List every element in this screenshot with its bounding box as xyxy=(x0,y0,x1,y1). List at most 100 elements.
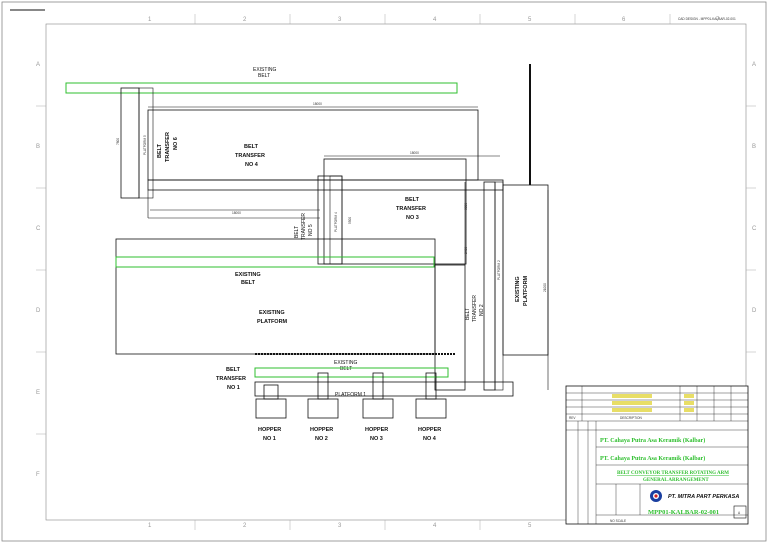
svg-text:5: 5 xyxy=(528,17,532,23)
existing-platform-label-2: PLATFORM xyxy=(257,319,288,325)
existing-belt-low xyxy=(254,367,449,378)
grid-reference-rows: A B C D E F A B C D xyxy=(36,62,757,478)
hopper-1 xyxy=(255,384,287,419)
client-line-2: PT. Cahaya Putra Asa Keramik (Kalbar) xyxy=(600,455,705,462)
drawing-title-line-2: GENERAL ARRANGEMENT xyxy=(643,478,709,483)
platform-2-label: PLATFORM 2 xyxy=(497,260,501,280)
dim-far-right: 21000 xyxy=(543,283,547,292)
platform-1 xyxy=(254,381,514,397)
walkway-upper xyxy=(147,179,504,191)
existing-platform-label: EXISTING xyxy=(259,310,285,316)
dim-right1: 3000 xyxy=(464,203,468,210)
sheet-box xyxy=(733,505,747,519)
sheet-label: A xyxy=(738,511,741,515)
existing-belt-mid-label-2: BELT xyxy=(241,280,256,286)
drawing-title-line-1: BELT CONVEYOR TRANSFER ROTATING ARM xyxy=(617,471,729,476)
scale-label: NO SCALE xyxy=(610,519,626,523)
existing-platform-right xyxy=(502,184,549,356)
inner-border xyxy=(45,23,747,521)
svg-text:C: C xyxy=(36,226,41,232)
svg-text:2: 2 xyxy=(243,523,247,529)
corner-note: CAD DESIGN - MPP01-KALBAR-02-001 xyxy=(678,17,736,21)
platform-1-label: PLATFORM 1 xyxy=(335,392,366,398)
belt-transfer-no4 xyxy=(147,109,479,181)
hopper-2 xyxy=(307,372,339,419)
belt-transfer-no2 xyxy=(434,264,466,391)
dim-mid-long: 18000 xyxy=(410,151,419,155)
svg-text:6: 6 xyxy=(622,17,626,23)
svg-text:4: 4 xyxy=(433,523,437,529)
hopper-3-no: NO 3 xyxy=(370,436,383,442)
svg-text:5: 5 xyxy=(528,523,532,529)
hopper-2-label: HOPPER xyxy=(310,427,333,433)
belt-no6-label: BELT xyxy=(157,143,163,158)
svg-text:C: C xyxy=(752,226,757,232)
existing-belt-top xyxy=(65,82,458,94)
belt-no2-label-3: NO 2 xyxy=(479,304,485,316)
svg-text:2: 2 xyxy=(243,17,247,23)
svg-text:D: D xyxy=(752,308,757,314)
belt-no3-label-3: NO 3 xyxy=(406,215,419,221)
belt-no3-label: BELT xyxy=(405,197,420,203)
platform-5 xyxy=(120,87,140,199)
platform-2-outer xyxy=(494,181,504,391)
existing-belt-top-label-2: BELT xyxy=(258,73,270,79)
company-logo xyxy=(650,490,662,502)
platform-2 xyxy=(483,181,496,391)
existing-platform xyxy=(115,238,436,355)
svg-text:3: 3 xyxy=(338,523,342,529)
revision-rows xyxy=(612,394,694,412)
belt-no2-label-2: TRANSFER xyxy=(472,295,478,322)
belt-no1-label-2: TRANSFER xyxy=(216,376,246,382)
svg-text:E: E xyxy=(36,390,40,396)
hopper-3-label: HOPPER xyxy=(365,427,388,433)
belt-no5-label-3: NO 5 xyxy=(308,224,314,236)
platform-4-inner xyxy=(329,175,343,265)
hopper-2-no: NO 2 xyxy=(315,436,328,442)
existing-platform-right-label: EXISTING xyxy=(515,276,521,302)
platform-4-label: PLATFORM 4 xyxy=(334,212,338,232)
existing-belt-mid-label: EXISTING xyxy=(235,272,261,278)
dim-top-long: 18000 xyxy=(313,102,322,106)
belt-no6-label-2: TRANSFER xyxy=(165,132,171,162)
hopper-3 xyxy=(362,372,394,419)
belt-transfer-no3 xyxy=(323,158,467,265)
hopper-1-no: NO 1 xyxy=(263,436,276,442)
client-line-1: PT. Cahaya Putra Asa Keramik (Kalbar) xyxy=(600,437,705,444)
title-block: REV DESCRIPTION PT. Cahaya Putra Asa Ker… xyxy=(565,385,749,525)
svg-text:F: F xyxy=(36,472,40,478)
belt-no4-label-3: NO 4 xyxy=(245,162,259,168)
existing-belt-low-label-2: BELT xyxy=(340,366,352,372)
platform-5-inner xyxy=(138,87,154,199)
dim-right2: 2400 xyxy=(464,247,468,254)
svg-text:7: 7 xyxy=(716,17,720,23)
existing-belt-top-label: EXISTING xyxy=(253,67,276,73)
hopper-4-label: HOPPER xyxy=(418,427,441,433)
svg-text:D: D xyxy=(36,308,41,314)
svg-text:4: 4 xyxy=(433,17,437,23)
svg-text:3: 3 xyxy=(338,17,342,23)
belt-no5-label-2: TRANSFER xyxy=(301,213,307,240)
belt-no4-label: BELT xyxy=(244,144,259,150)
rev-column-header: REV xyxy=(569,416,576,420)
svg-text:1: 1 xyxy=(148,17,152,23)
svg-text:B: B xyxy=(36,144,40,150)
dim-vert-left: 7800 xyxy=(116,138,120,145)
platform-5-label: PLATFORM 5 xyxy=(143,135,147,155)
svg-text:B: B xyxy=(752,144,756,150)
belt-no6-label-3: NO 6 xyxy=(173,137,179,150)
description-column-header: DESCRIPTION xyxy=(620,416,642,420)
belt-no1-label-3: NO 1 xyxy=(227,385,240,391)
belt-no2-label: BELT xyxy=(465,308,471,320)
dim-p4: 5500 xyxy=(348,217,352,224)
svg-text:A: A xyxy=(752,62,756,68)
hopper-4-no: NO 4 xyxy=(423,436,437,442)
grid-reference-columns: 1 2 3 4 5 6 7 1 2 3 4 5 xyxy=(148,17,720,529)
existing-belt-mid xyxy=(115,256,435,268)
belt-no4-label-2: TRANSFER xyxy=(235,153,265,159)
belt-no3-label-2: TRANSFER xyxy=(396,206,426,212)
drawing-number: MPP01-KALBAR-02-001 xyxy=(648,509,719,516)
existing-belt-low-label: EXISTING xyxy=(334,360,357,366)
